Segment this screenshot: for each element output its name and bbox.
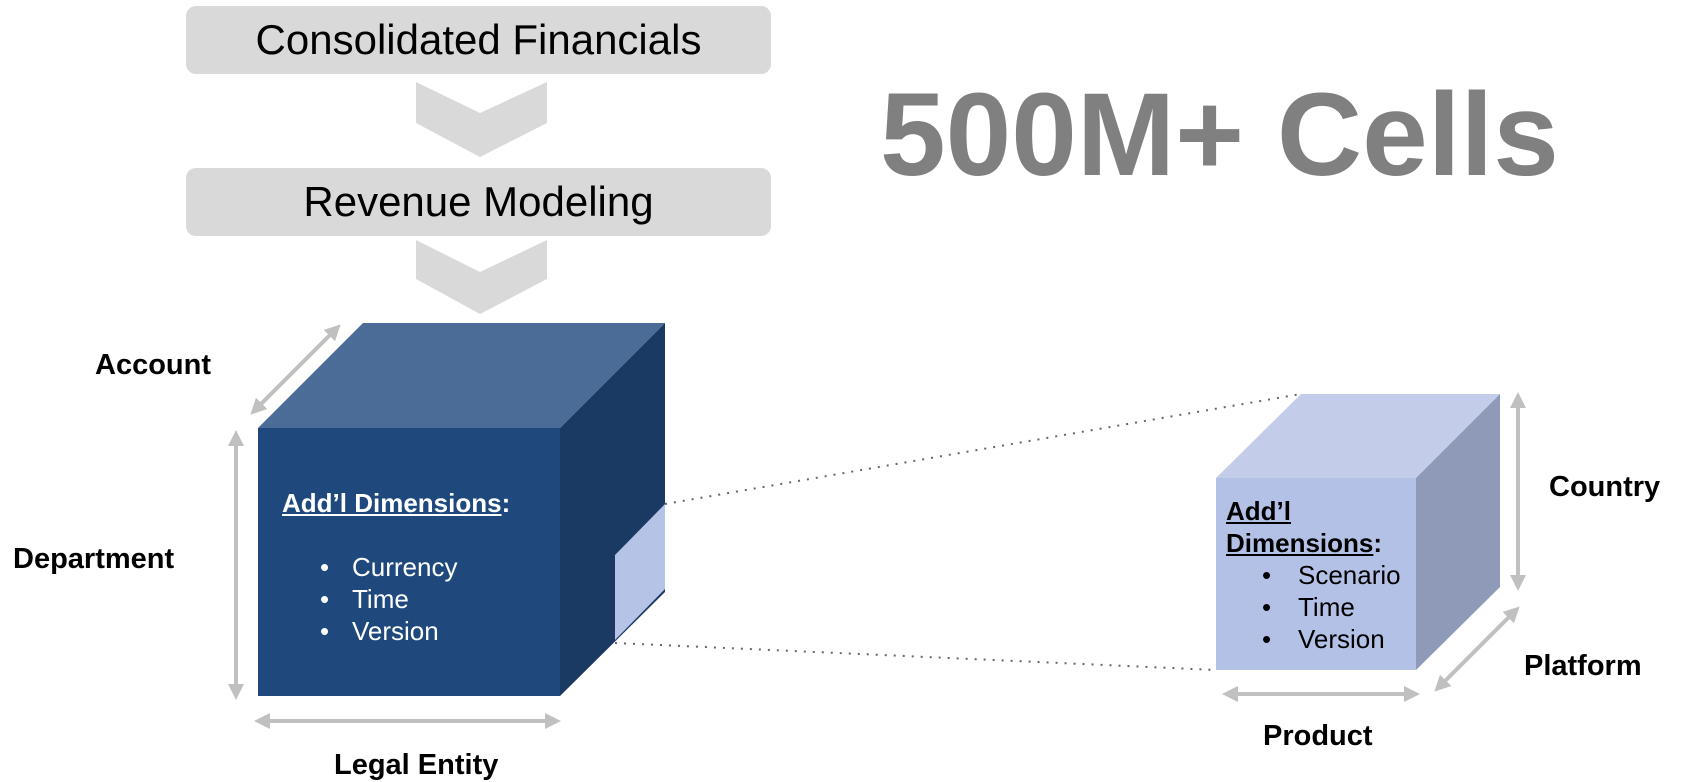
- large-cube-dimension-list: • Currency • Time • Version: [282, 551, 552, 647]
- bullet: •: [1262, 560, 1272, 590]
- list-item: • Time: [282, 583, 552, 615]
- small-cube-dimension-list: • Scenario • Time • Version: [1226, 559, 1416, 655]
- platform-label: Platform: [1524, 650, 1642, 682]
- list-item: • Version: [1226, 623, 1416, 655]
- dimension-name: Version: [1298, 624, 1385, 654]
- bullet: •: [320, 584, 330, 614]
- small-cube-dimensions-heading: Add’l Dimensions:: [1226, 495, 1416, 559]
- large-cube-heading-colon: :: [501, 488, 511, 518]
- large-cube-front-face: [258, 428, 560, 696]
- small-cube-front-face: [1216, 478, 1416, 670]
- connector-top-dotted: [664, 393, 1302, 505]
- cells-count-headline: 500M+ Cells: [880, 69, 1559, 201]
- large-cube-top-face: [258, 323, 665, 428]
- large-cube-dimensions-heading: Add’l Dimensions:: [282, 488, 552, 519]
- product-label: Product: [1263, 720, 1373, 752]
- legal-entity-label: Legal Entity: [334, 749, 499, 781]
- dimension-name: Version: [352, 616, 439, 646]
- bullet: •: [320, 552, 330, 582]
- connector-bottom-dotted: [614, 642, 1217, 671]
- dimension-name: Time: [352, 584, 409, 614]
- list-item: • Time: [1226, 591, 1416, 623]
- small-cube-top-face: [1216, 394, 1500, 478]
- list-item: • Scenario: [1226, 559, 1416, 591]
- dimension-name: Scenario: [1298, 560, 1401, 590]
- dimension-name: Time: [1298, 592, 1355, 622]
- small-cube-heading-line2: Dimensions: [1226, 528, 1374, 558]
- small-cube-dimensions: Add’l Dimensions: • Scenario • Time • Versi…: [1226, 495, 1416, 655]
- dimension-name: Currency: [352, 552, 458, 582]
- flow-chevron-1: [416, 82, 547, 157]
- bullet: •: [1262, 592, 1272, 622]
- list-item: • Currency: [282, 551, 552, 583]
- platform-axis-arrow: [1434, 606, 1520, 692]
- flow-chevron-2: [416, 240, 547, 314]
- large-cube-heading-text: Add’l Dimensions: [282, 488, 502, 518]
- account-label: Account: [95, 349, 211, 381]
- bullet: •: [1262, 624, 1272, 654]
- large-cube-dimensions: Add’l Dimensions: • Currency • Time • Versi…: [282, 488, 552, 647]
- account-axis-arrow: [250, 324, 341, 415]
- revenue-modeling-box: Revenue Modeling: [186, 168, 771, 236]
- large-cube-highlight-slice: [615, 504, 665, 640]
- consolidated-financials-box: Consolidated Financials: [186, 6, 771, 74]
- list-item: • Version: [282, 615, 552, 647]
- department-label: Department: [13, 543, 175, 575]
- small-cube-heading-line1: Add’l: [1226, 496, 1291, 526]
- small-cube-heading-colon: :: [1373, 528, 1383, 558]
- small-cube-side-face: [1416, 394, 1500, 670]
- bullet: •: [320, 616, 330, 646]
- country-label: Country: [1549, 471, 1661, 503]
